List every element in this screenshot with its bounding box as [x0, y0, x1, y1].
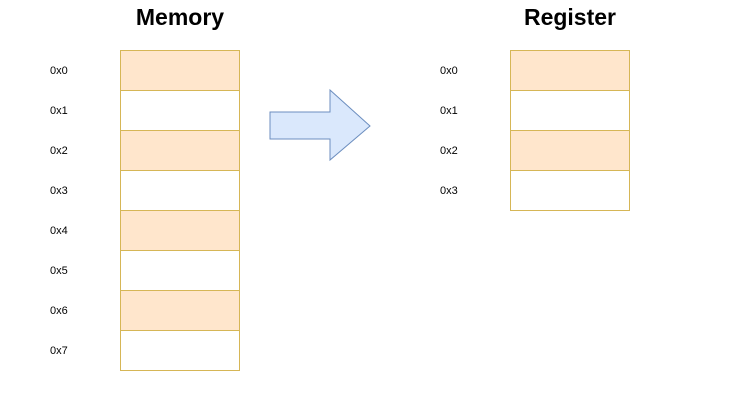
register-address-label-3: 0x3 [440, 185, 458, 197]
right-arrow-icon [269, 88, 371, 162]
register-address-label-0: 0x0 [440, 65, 458, 77]
memory-address-label-0: 0x0 [50, 65, 68, 77]
memory-cell-5 [120, 251, 240, 291]
memory-cell-0 [120, 51, 240, 91]
register-cell-2 [510, 131, 630, 171]
register-cell-1 [510, 91, 630, 131]
register-stack [510, 50, 630, 211]
memory-cell-4 [120, 211, 240, 251]
arrow-shape [269, 88, 371, 162]
register-title: Register [523, 4, 617, 30]
memory-cell-3 [120, 171, 240, 211]
register-cell-3 [510, 171, 630, 211]
memory-address-label-2: 0x2 [50, 145, 68, 157]
register-cell-0 [510, 51, 630, 91]
memory-cell-2 [120, 131, 240, 171]
register-address-label-2: 0x2 [440, 145, 458, 157]
memory-cell-1 [120, 91, 240, 131]
memory-cell-7 [120, 331, 240, 371]
register-address-label-1: 0x1 [440, 105, 458, 117]
memory-cell-6 [120, 291, 240, 331]
memory-address-label-6: 0x6 [50, 305, 68, 317]
memory-stack [120, 50, 240, 371]
memory-address-label-5: 0x5 [50, 265, 68, 277]
memory-address-label-4: 0x4 [50, 225, 68, 237]
memory-address-label-1: 0x1 [50, 105, 68, 117]
memory-address-label-3: 0x3 [50, 185, 68, 197]
memory-title: Memory [135, 4, 225, 30]
memory-address-label-7: 0x7 [50, 345, 68, 357]
